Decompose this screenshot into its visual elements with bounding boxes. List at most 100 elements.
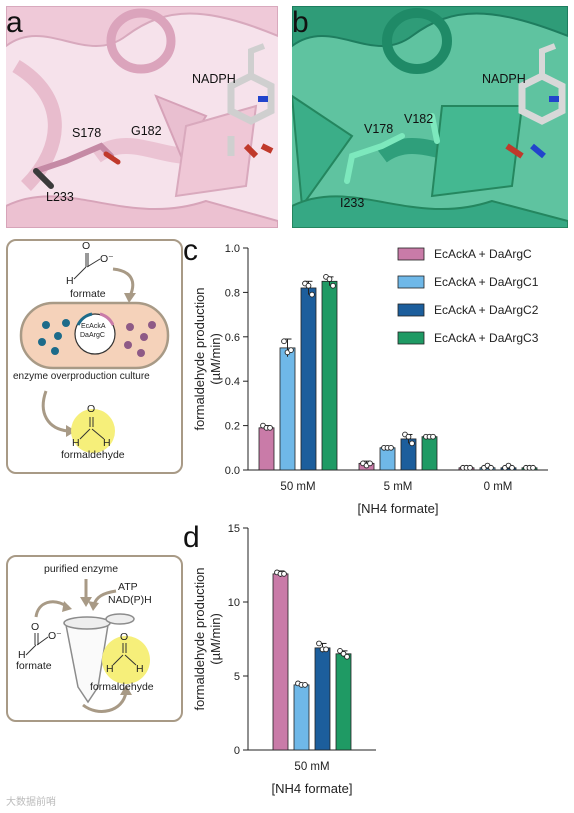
chart-c: 0.0 0.2 0.4 0.6 0.8 1.0 50 mM 5 mM 0 mM [NH4 form… bbox=[192, 243, 548, 516]
structure-a bbox=[6, 6, 278, 228]
y-tick-label: 1.0 bbox=[225, 243, 240, 255]
y-tick-label: 0.2 bbox=[225, 421, 240, 433]
atp-label: ATP bbox=[118, 581, 138, 593]
formate-d-o-atom: O bbox=[31, 621, 40, 633]
y-axis-label: formaldehyde production(µM/min) bbox=[192, 567, 223, 710]
data-point bbox=[302, 682, 308, 688]
bar bbox=[279, 347, 296, 471]
bar bbox=[258, 427, 275, 471]
bar bbox=[272, 573, 289, 751]
label-v182: V182 bbox=[404, 112, 434, 126]
data-point bbox=[405, 433, 412, 440]
schematic-d-drawing bbox=[25, 579, 150, 713]
formaldehyde-d-h-left: H bbox=[106, 663, 114, 675]
legend-label: EcAckA + DaArgC3 bbox=[434, 331, 539, 345]
x-axis-label: [NH4 formate] bbox=[358, 501, 439, 516]
formaldehyde-o-atom: O bbox=[87, 403, 96, 415]
purified-enzyme-label: purified enzyme bbox=[44, 563, 119, 575]
bar bbox=[379, 447, 396, 471]
formate-o-minus-atom: O⁻ bbox=[100, 253, 114, 265]
data-point bbox=[309, 291, 315, 298]
label-g182: G182 bbox=[131, 124, 162, 138]
panel-letter-c: c bbox=[183, 234, 198, 267]
data-point bbox=[337, 647, 343, 654]
y-tick-label: 10 bbox=[228, 597, 240, 609]
legend-swatch bbox=[397, 247, 425, 261]
data-point bbox=[530, 464, 536, 471]
data-point bbox=[323, 646, 329, 653]
bar bbox=[300, 287, 317, 471]
formaldehyde-d-h-right: H bbox=[136, 663, 144, 675]
data-point bbox=[430, 433, 436, 440]
plasmid-label-1: EcAckA bbox=[81, 323, 106, 330]
data-point bbox=[281, 338, 287, 345]
structure-b-drawing bbox=[292, 6, 568, 228]
x-axis-label: [NH4 formate] bbox=[272, 781, 353, 796]
formaldehyde-d-o-atom: O bbox=[120, 631, 129, 643]
structure-b bbox=[292, 6, 568, 228]
legend-label: EcAckA + DaArgC1 bbox=[434, 275, 539, 289]
formaldehyde-h-left: H bbox=[72, 437, 80, 449]
data-point bbox=[267, 424, 273, 431]
bar bbox=[314, 647, 331, 751]
formaldehyde-label: formaldehyde bbox=[61, 449, 125, 461]
y-tick-label: 5 bbox=[234, 671, 240, 683]
legend-swatch bbox=[397, 303, 425, 317]
structure-a-drawing bbox=[6, 6, 278, 228]
data-point bbox=[509, 464, 515, 471]
legend-swatch bbox=[397, 331, 425, 345]
formate-h-atom: H bbox=[66, 275, 74, 287]
panel-letter-d: d bbox=[183, 521, 200, 554]
data-point bbox=[388, 444, 394, 451]
x-tick-label: 50 mM bbox=[294, 761, 329, 773]
plasmid-label-2: DaArgC bbox=[80, 332, 105, 339]
legend-swatch bbox=[397, 275, 425, 289]
x-tick-label: 5 mM bbox=[384, 481, 413, 493]
y-tick-label: 0.8 bbox=[225, 287, 240, 299]
nadph-label: NAD(P)H bbox=[108, 594, 152, 606]
data-point bbox=[326, 276, 333, 282]
formate-o-atom: O bbox=[82, 240, 91, 252]
data-point bbox=[281, 571, 287, 577]
y-tick-label: 0.6 bbox=[225, 332, 240, 344]
schematic-c-drawing bbox=[19, 253, 170, 453]
bar bbox=[293, 684, 310, 751]
watermark: 大数据前哨 bbox=[6, 797, 56, 808]
formate-label: formate bbox=[70, 288, 106, 300]
y-axis-label: formaldehyde production(µM/min) bbox=[192, 287, 223, 430]
y-tick-label: 0.0 bbox=[225, 465, 240, 477]
data-point bbox=[340, 650, 347, 657]
label-nadph-b: NADPH bbox=[482, 72, 526, 86]
formate-d-label: formate bbox=[16, 660, 52, 672]
label-s178: S178 bbox=[72, 126, 102, 140]
data-point bbox=[305, 282, 312, 289]
y-tick-label: 0.4 bbox=[225, 376, 240, 388]
x-tick-label: 50 mM bbox=[280, 481, 315, 493]
bar bbox=[335, 653, 352, 751]
label-v178: V178 bbox=[364, 122, 394, 136]
legend-label: EcAckA + DaArgC2 bbox=[434, 303, 539, 317]
bar bbox=[421, 436, 438, 471]
formaldehyde-d-label: formaldehyde bbox=[90, 681, 154, 693]
label-i233: I233 bbox=[340, 196, 365, 210]
panel-letter-b: b bbox=[292, 6, 309, 39]
bar bbox=[321, 280, 338, 471]
legend-label: EcAckA + DaArgC bbox=[434, 247, 532, 261]
data-point bbox=[344, 653, 350, 660]
panel-letter-a: a bbox=[6, 6, 23, 39]
culture-label: enzyme overproduction culture bbox=[13, 371, 150, 382]
schematic-c-box: H C O O⁻ formate EcAckA DaArgC enzyme ov… bbox=[6, 239, 183, 474]
schematic-d-box: purified enzyme ATP NAD(P)H H O O⁻ C for… bbox=[6, 555, 183, 722]
formate-d-h-atom: H bbox=[18, 649, 26, 661]
y-tick-label: 0 bbox=[234, 745, 240, 757]
label-l233: L233 bbox=[46, 190, 74, 204]
data-point bbox=[409, 440, 415, 447]
label-nadph-a: NADPH bbox=[192, 72, 236, 86]
x-tick-label: 0 mM bbox=[484, 481, 513, 493]
formate-d-o-minus-atom: O⁻ bbox=[48, 630, 62, 642]
data-point bbox=[330, 282, 336, 289]
data-point bbox=[488, 464, 494, 471]
formaldehyde-h-right: H bbox=[103, 437, 111, 449]
data-point bbox=[316, 640, 322, 647]
